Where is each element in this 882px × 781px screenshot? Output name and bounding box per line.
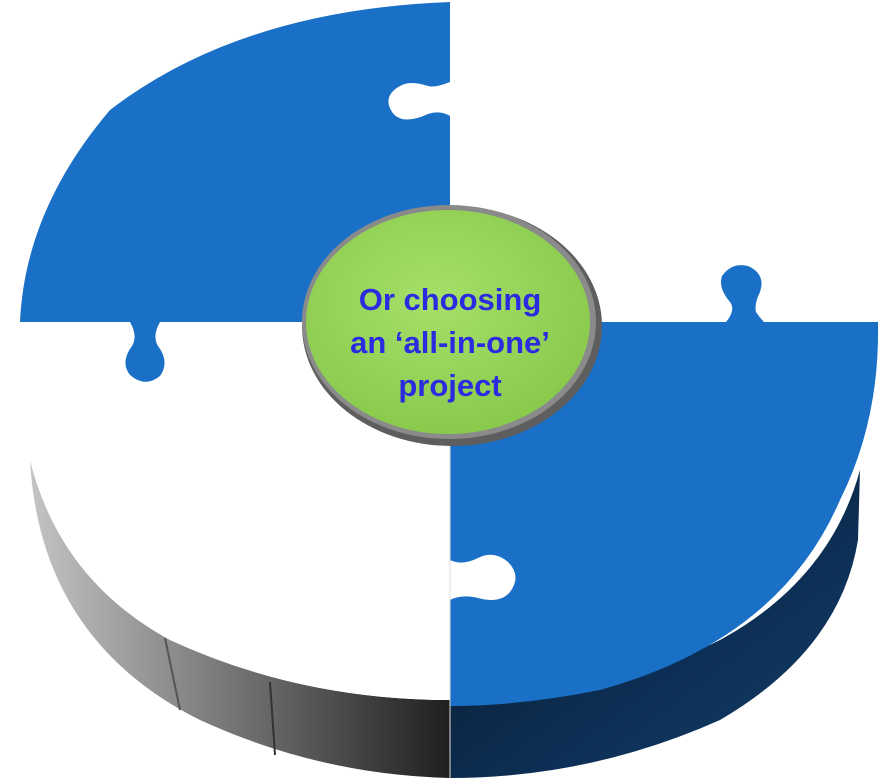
piece-bottom-right: [450, 322, 879, 706]
center-circle: [306, 210, 590, 434]
disc-side-blue: [450, 470, 860, 778]
piece-bottom-right-knob: [721, 265, 764, 322]
disc-side-divider: [269, 681, 276, 756]
disc-side-grey: [30, 460, 450, 778]
piece-top-right: [450, 8, 812, 300]
disc-side-divider: [164, 637, 181, 711]
piece-top-left-knob: [125, 322, 165, 382]
piece-bottom-left: [30, 330, 450, 700]
